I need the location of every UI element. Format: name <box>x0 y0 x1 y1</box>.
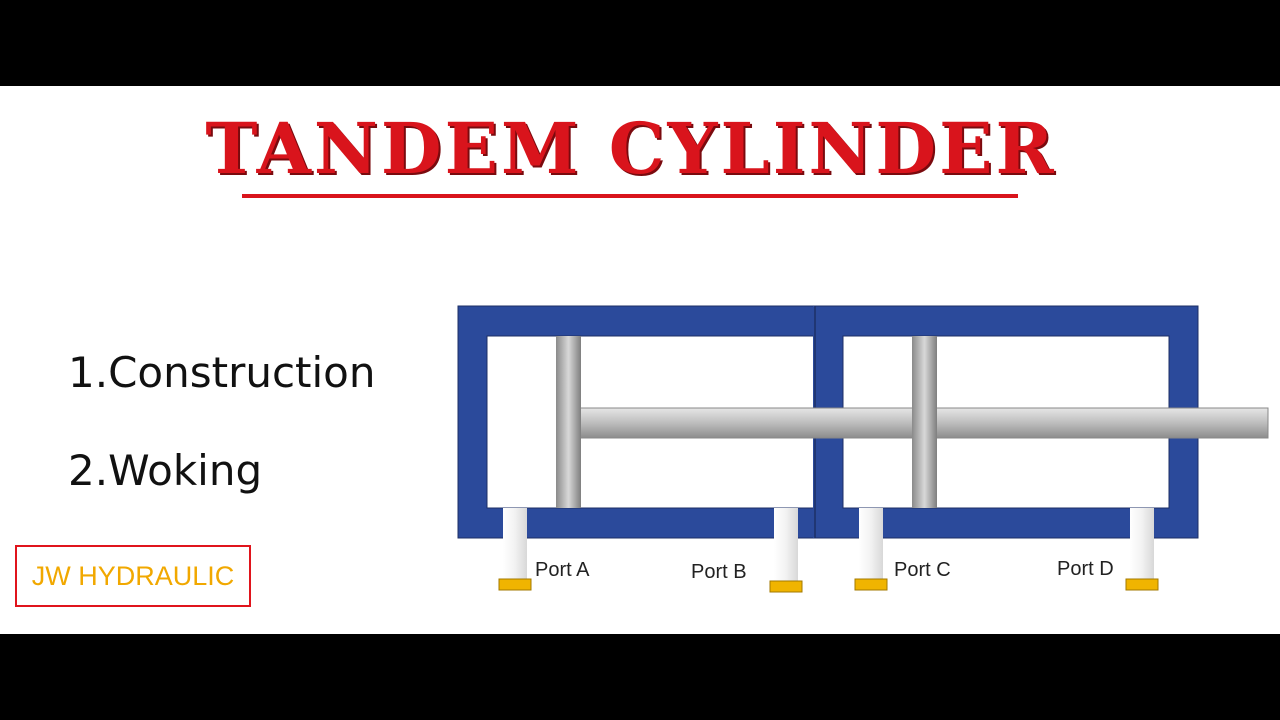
port-d-tube <box>1130 508 1154 580</box>
port-b-tube <box>774 508 798 582</box>
port-c-label: Port C <box>894 559 951 581</box>
title-underline <box>242 194 1018 198</box>
slide: TANDEM CYLINDER 1.Construction 2.Woking … <box>0 86 1280 634</box>
piston-2 <box>912 336 937 508</box>
port-a-tube <box>503 508 527 580</box>
cylinder-2-wall <box>814 305 1199 539</box>
port-d-label: Port D <box>1057 558 1114 580</box>
tandem-cylinder-diagram: Port A Port B Port C Port D <box>457 305 1269 593</box>
port-a-label: Port A <box>535 559 590 581</box>
topic-construction: 1.Construction <box>68 348 376 397</box>
port-c-cap <box>854 578 888 591</box>
topic-working: 2.Woking <box>68 446 263 495</box>
brand-badge: JW HYDRAULIC <box>15 545 251 607</box>
port-c-tube <box>859 508 883 580</box>
port-d-cap <box>1125 578 1159 591</box>
brand-text: JW HYDRAULIC <box>31 560 235 591</box>
port-b-cap <box>769 580 803 593</box>
port-a-cap <box>498 578 532 591</box>
port-b-label: Port B <box>691 561 747 583</box>
slide-title: TANDEM CYLINDER <box>205 107 1057 190</box>
piston-1 <box>556 336 581 508</box>
